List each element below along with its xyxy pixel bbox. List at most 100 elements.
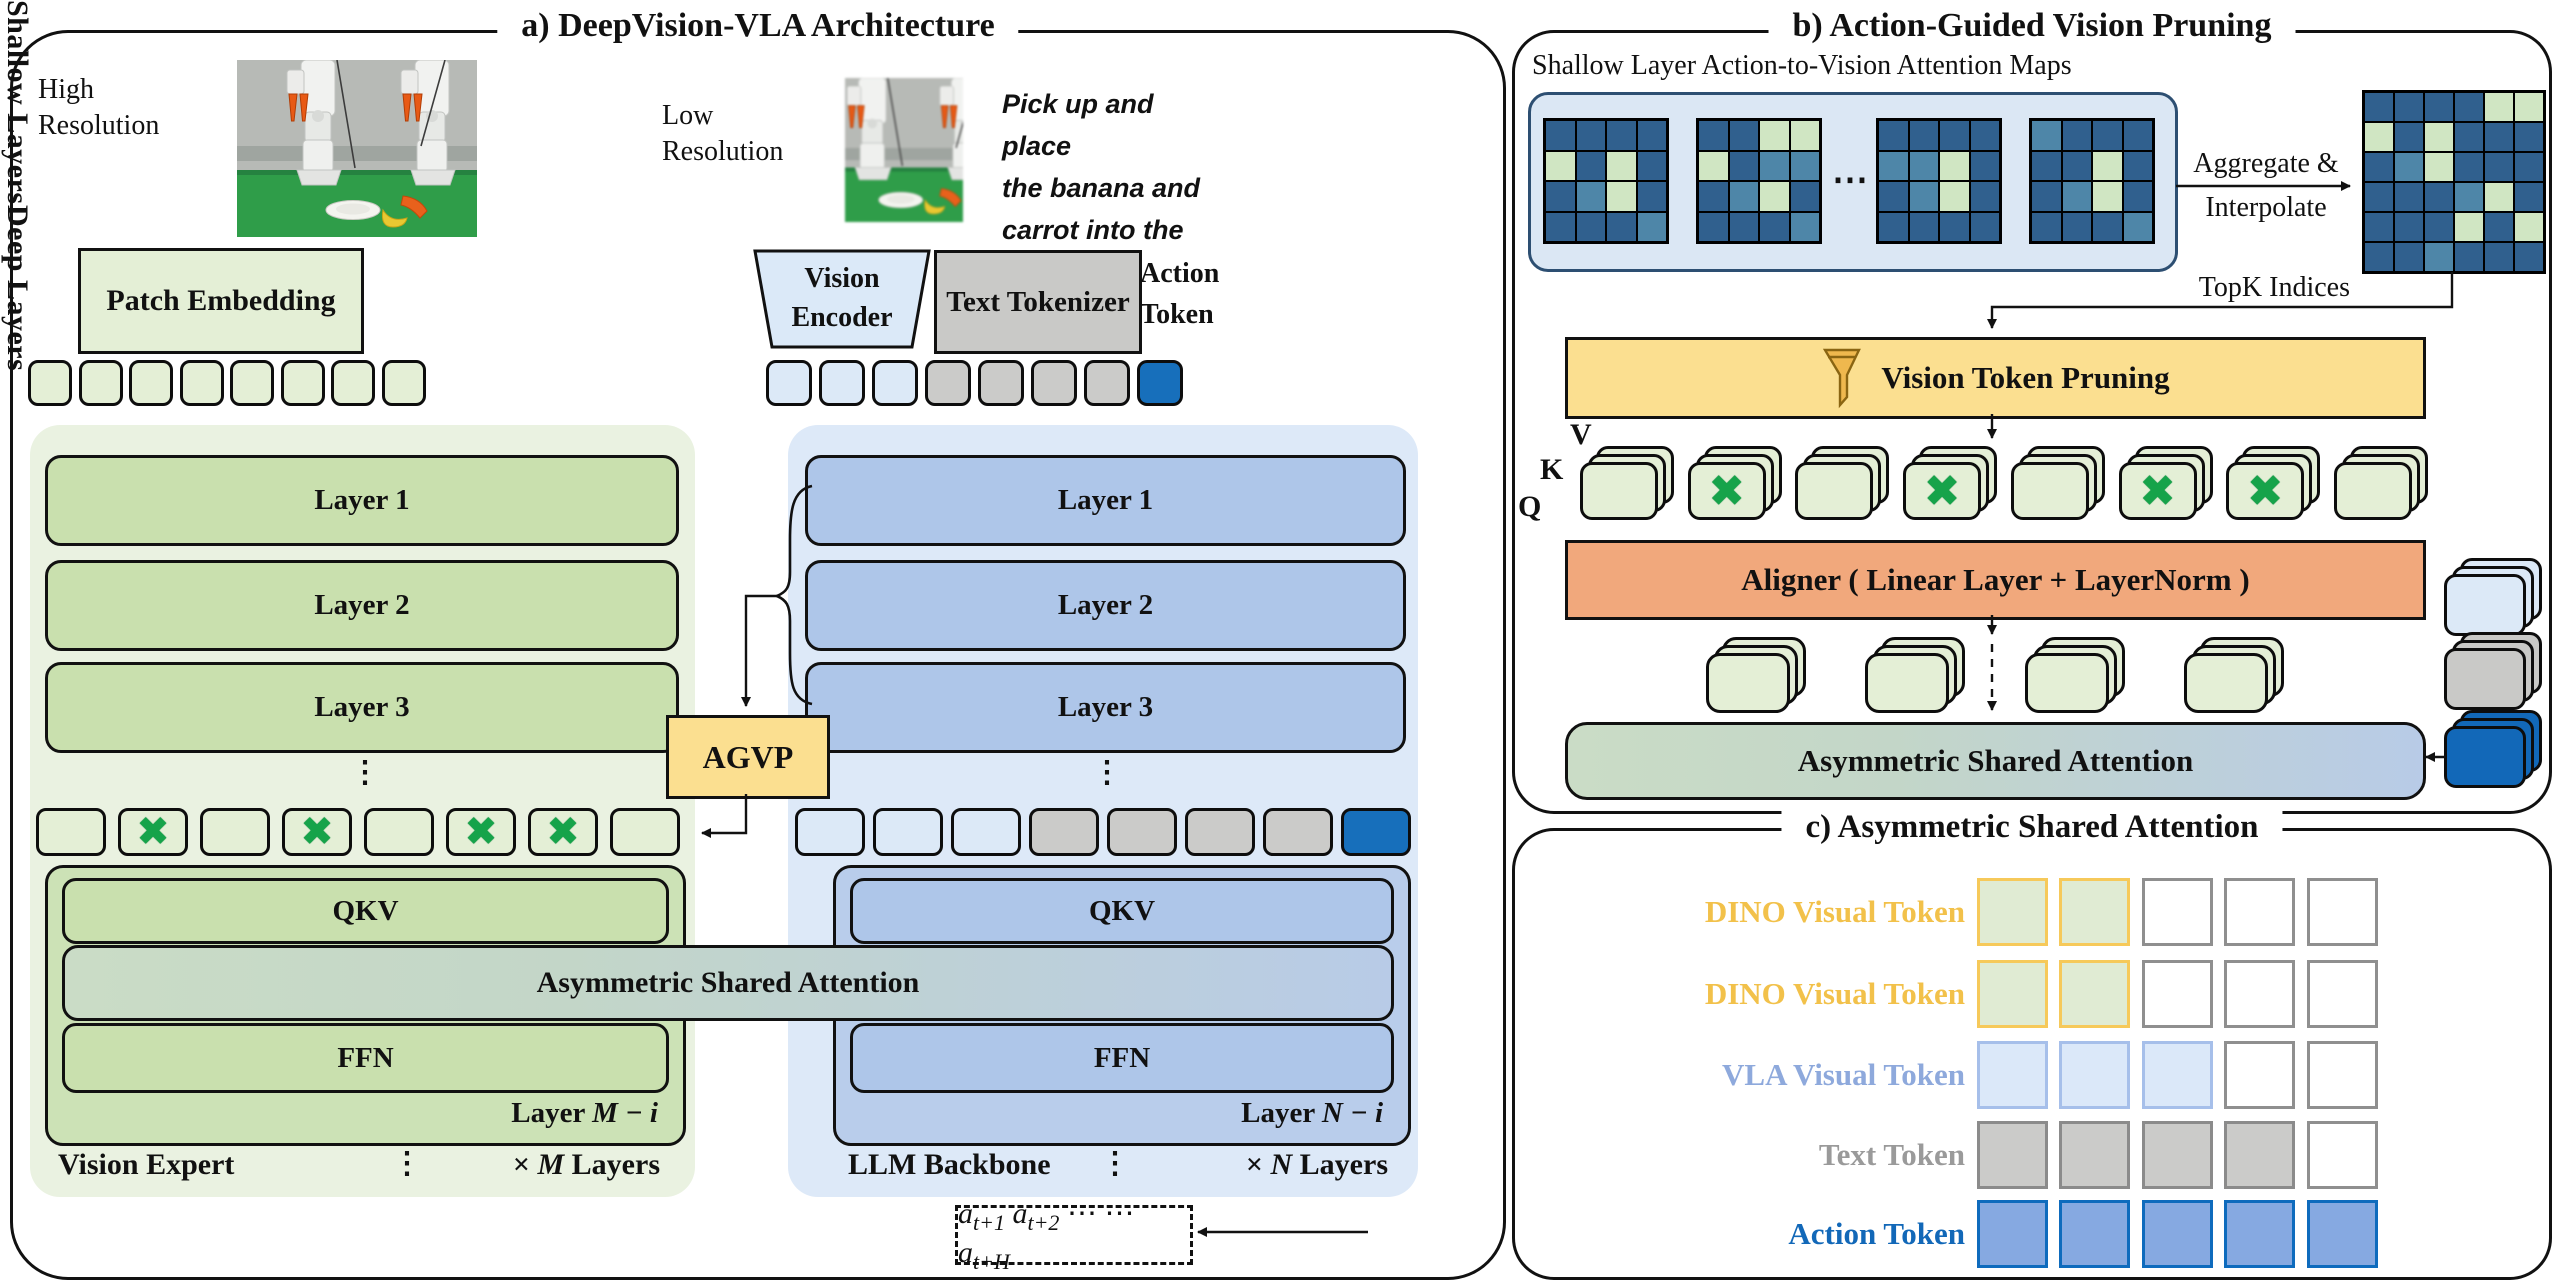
backbone-layer-3: Layer 3 — [805, 662, 1406, 753]
token — [978, 360, 1024, 406]
side-text-stack — [2444, 632, 2546, 712]
attention-cell — [2514, 122, 2544, 152]
topk-indices-label: TopK Indices — [2198, 272, 2350, 303]
token-stack — [2333, 446, 2428, 520]
attention-cell — [1878, 120, 1909, 151]
k-label: K — [1540, 453, 1564, 486]
attention-cell — [2514, 92, 2544, 122]
high-res-camera-image — [237, 60, 477, 237]
attention-cell — [1606, 120, 1637, 151]
attention-cell — [1606, 181, 1637, 212]
text-line: Token — [1140, 298, 1214, 330]
aligned-token-stacks — [1704, 637, 2284, 715]
q-label: Q — [1518, 490, 1542, 523]
backbone-qkv-box: QKV — [850, 878, 1394, 944]
text-line: Pick up and place — [1002, 89, 1154, 161]
shared-attention-label: Asymmetric Shared Attention — [536, 966, 920, 999]
attention-cell — [2454, 122, 2484, 152]
token — [129, 360, 173, 406]
stack-card — [2183, 653, 2268, 713]
attention-cell — [2454, 242, 2484, 272]
expert-mid-token-row: ✖✖✖✖ — [36, 808, 692, 856]
attention-cell — [1939, 211, 1970, 242]
attention-map-4 — [2029, 118, 2155, 244]
attention-cell — [1969, 150, 2000, 181]
action-output-box: at+1 at+2 ⋯ ⋯ at+H — [955, 1197, 1193, 1274]
token — [1084, 360, 1130, 406]
token — [873, 808, 943, 856]
token-stack: ✖ — [2226, 446, 2321, 520]
attention-cell — [1969, 211, 2000, 242]
text-line: Vision — [804, 263, 880, 294]
attention-cell — [2424, 242, 2454, 272]
token: ✖ — [446, 808, 516, 856]
attention-maps-title: Shallow Layer Action-to-Vision Attention… — [1532, 50, 2072, 81]
matrix-row-label: VLA Visual Token — [1722, 1057, 1965, 1092]
token: ✖ — [118, 808, 188, 856]
attended-cell — [1976, 1041, 2048, 1109]
attention-cell — [2484, 182, 2514, 212]
stack-card: ✖ — [2118, 462, 2197, 520]
v-label: V — [1570, 418, 1592, 451]
expert-layer-2: Layer 2 — [45, 560, 679, 651]
attention-cell — [1789, 120, 1820, 151]
trapezoid-shape — [753, 249, 931, 349]
masked-cell — [2306, 1121, 2378, 1189]
attention-cell — [2454, 92, 2484, 122]
text-tokenizer-label: Text Tokenizer — [946, 285, 1130, 318]
token — [766, 360, 812, 406]
attention-map-2 — [1696, 118, 1822, 244]
attention-map-3 — [1876, 118, 2002, 244]
attention-cell — [2364, 122, 2394, 152]
attention-cell — [2061, 150, 2092, 181]
attention-cell — [2484, 152, 2514, 182]
attention-cell — [1606, 150, 1637, 181]
attention-cell — [1908, 150, 1939, 181]
token-stack — [1704, 637, 1806, 715]
backbone-vdots: ⋮ — [1092, 756, 1122, 789]
low-res-camera-image — [845, 78, 963, 222]
backbone-layer-index-label: Layer N − i — [1241, 1097, 1383, 1129]
attention-cell — [1969, 120, 2000, 151]
agvp-box: AGVP — [666, 715, 830, 799]
token-stack — [2444, 558, 2542, 636]
attention-cell — [1969, 181, 2000, 212]
masked-cell — [2306, 878, 2378, 946]
attention-cell — [2122, 181, 2153, 212]
masked-cell — [2224, 878, 2295, 946]
side-vision-stack — [2444, 558, 2546, 638]
attention-cell — [2031, 181, 2062, 212]
vision-token-pruning-box: Vision Token Pruning — [1565, 337, 2426, 419]
text-tokenizer-box: Text Tokenizer — [934, 250, 1142, 354]
agvp-label: AGVP — [702, 738, 794, 775]
matrix-row-label: Action Token — [1788, 1216, 1965, 1251]
attention-cell — [2394, 122, 2424, 152]
expert-layer-3: Layer 3 — [45, 662, 679, 753]
token — [331, 360, 375, 406]
stack-card: ✖ — [1687, 462, 1766, 520]
stack-card: ✖ — [1903, 462, 1982, 520]
attention-cell — [1698, 211, 1729, 242]
token-stack — [2182, 637, 2284, 715]
text-line: Encoder — [791, 302, 893, 334]
shared-attention-band: Asymmetric Shared Attention — [62, 945, 1394, 1021]
backbone-layer-2: Layer 2 — [805, 560, 1406, 651]
attention-cell — [2424, 212, 2454, 242]
attention-cell — [2424, 92, 2454, 122]
stack-card — [2444, 574, 2526, 636]
masked-cell — [2141, 878, 2213, 946]
pruned-x-icon: ✖ — [136, 809, 170, 855]
attention-cell — [2364, 182, 2394, 212]
stack-card — [1865, 653, 1950, 713]
expert-layer-index-label: Layer M − i — [511, 1097, 658, 1129]
token — [872, 360, 918, 406]
attended-cell — [1976, 1121, 2048, 1189]
token-stack — [2010, 446, 2105, 520]
matrix-row: DINO Visual Token — [1555, 878, 2378, 946]
stack-card — [2444, 648, 2526, 710]
attended-cell — [2141, 1121, 2213, 1189]
attention-cell — [1759, 211, 1790, 242]
